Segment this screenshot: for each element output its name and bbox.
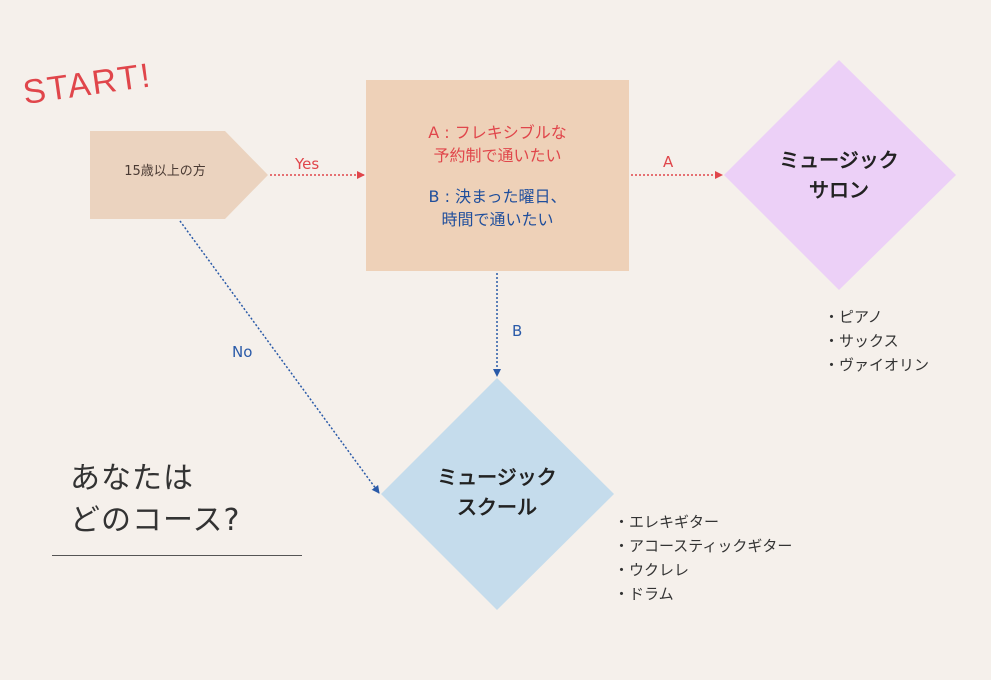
edge-no-arrow xyxy=(179,220,380,494)
salon-instrument-list: ピアノ サックス ヴァイオリン xyxy=(824,305,929,377)
list-item: ウクレレ xyxy=(614,558,792,582)
salon-title-line1: ミュージック xyxy=(779,148,899,172)
salon-title: ミュージック サロン xyxy=(749,145,929,205)
question-node-shape xyxy=(366,80,629,271)
question-node: A : フレキシブルな 予約制で通いたい B : 決まった曜日、 時間で通いたい xyxy=(366,80,629,271)
heading-underline xyxy=(52,555,302,556)
option-b-line1: B : 決まった曜日、 xyxy=(428,186,567,206)
school-instrument-list: エレキギター アコースティックギター ウクレレ ドラム xyxy=(614,510,792,606)
heading-line2: どのコース? xyxy=(70,503,241,538)
school-node-shape xyxy=(381,378,614,610)
school-title: ミュージック スクール xyxy=(407,462,587,522)
list-item: サックス xyxy=(824,329,929,353)
start-node-shape xyxy=(90,131,268,219)
list-item: エレキギター xyxy=(614,510,792,534)
school-title-line2: スクール xyxy=(457,495,537,519)
salon-title-line2: サロン xyxy=(809,178,869,202)
option-a-text: A : フレキシブルな 予約制で通いたい xyxy=(428,121,567,167)
salon-node-shape xyxy=(724,60,956,290)
edge-b-label: B xyxy=(512,322,523,340)
start-node-text: 15歳以上の方 xyxy=(124,164,206,179)
school-title-line1: ミュージック xyxy=(437,465,557,489)
option-a-line1: A : フレキシブルな xyxy=(428,122,567,142)
heading-line1: あなたは xyxy=(70,461,194,496)
option-b-line2: 時間で通いたい xyxy=(441,209,554,229)
option-b-text: B : 決まった曜日、 時間で通いたい xyxy=(429,185,567,231)
list-item: アコースティックギター xyxy=(614,534,792,558)
option-a-line2: 予約制で通いたい xyxy=(433,145,562,165)
edge-no-label: No xyxy=(232,343,253,361)
list-item: ドラム xyxy=(614,582,792,606)
edge-a-label: A xyxy=(663,153,674,171)
list-item: ピアノ xyxy=(824,305,929,329)
edge-yes-label: Yes xyxy=(295,155,320,173)
page-heading: あなたは どのコース? xyxy=(70,458,310,542)
list-item: ヴァイオリン xyxy=(824,353,929,377)
